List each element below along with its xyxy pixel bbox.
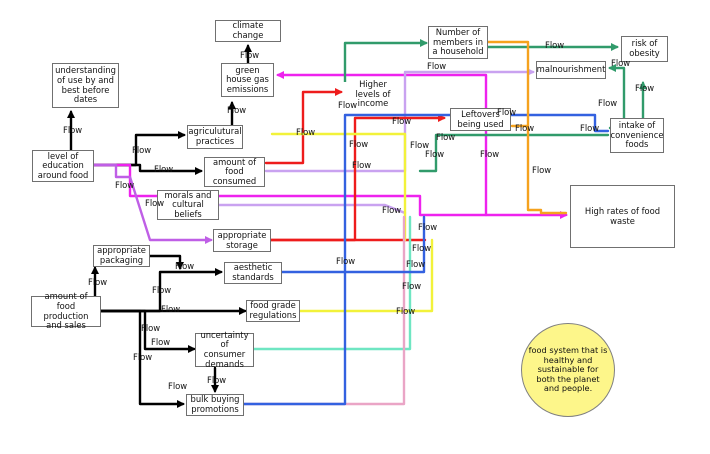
node-packaging: appropriate packaging [93, 245, 150, 267]
edge-consumed-convenience [418, 133, 610, 173]
edge-income-greenhouse [276, 71, 488, 217]
flow-label: Flow [635, 83, 655, 93]
node-production: amount of food production and sales [31, 291, 101, 330]
flow-label: Flow [63, 125, 83, 135]
flow-label: Flow [336, 256, 356, 266]
edge-members-foodwaste [486, 40, 568, 215]
flow-label: Flow [133, 352, 153, 362]
node-grade-regulations: food grade regulations [246, 300, 300, 322]
flow-label: Flow [168, 381, 188, 391]
flow-label: Flow [402, 281, 422, 291]
flow-label: Flow [425, 149, 445, 159]
flow-label: Flow [418, 222, 438, 232]
node-morals: morals and cultural beliefs [157, 190, 219, 220]
flow-label: Flow [227, 105, 247, 115]
node-leftovers: Leftovers being used [450, 108, 511, 131]
flow-label: Flow [349, 139, 369, 149]
flow-label: Flow [406, 259, 426, 269]
flow-label: Flow [115, 180, 135, 190]
node-climate-change: climate change [215, 20, 281, 42]
flow-label: Flow [338, 100, 358, 110]
goal-circle: food system that is healthy and sustaina… [521, 323, 615, 417]
flow-label: Flow [152, 285, 172, 295]
flow-label: Flow [436, 132, 456, 142]
edge-production-bulk [99, 309, 185, 408]
node-bulk-buying: bulk buying promotions [186, 394, 244, 416]
flow-label: Flow [207, 375, 227, 385]
flow-label: Flow [296, 127, 316, 137]
flow-label: Flow [480, 149, 500, 159]
flow-label: Flow [141, 323, 161, 333]
flow-label: Flow [382, 205, 402, 215]
edge-education-foodwaste [92, 163, 568, 219]
flow-label: Flow [580, 123, 600, 133]
node-storage: appropriate storage [213, 229, 271, 252]
flow-label: Flow [532, 165, 552, 175]
edge-education-storage [92, 163, 213, 244]
node-members-household: Number of members in a household [428, 26, 488, 59]
node-agricultural-practices: agriculutural practices [187, 125, 243, 149]
flow-label: Flow [497, 107, 517, 117]
flow-label: Flow [175, 261, 195, 271]
edge-aesthetic-foodwaste [280, 215, 426, 274]
node-uncertainty: uncertainty of consumer demands [195, 330, 254, 368]
edge-income-members [343, 39, 428, 92]
node-education: level of education around food [32, 150, 94, 182]
flow-label: Flow [412, 243, 432, 253]
edge-morals-foodwaste [217, 203, 407, 215]
flow-label: Flow [598, 98, 618, 108]
flow-label: Flow [410, 140, 430, 150]
flow-label: Flow [396, 306, 416, 316]
flow-label: Flow [161, 304, 181, 314]
flow-label: Flow [352, 160, 372, 170]
node-risk-obesity: risk of obesity [621, 36, 668, 62]
edge-packaging-aesthetic [148, 254, 184, 270]
node-amount-consumed: amount of food consumed [204, 157, 265, 187]
node-convenience-foods: intake of convenience foods [610, 118, 664, 153]
flow-label: Flow [145, 198, 165, 208]
edge-consumed-income [264, 88, 343, 165]
node-food-waste: High rates of food waste [570, 185, 675, 248]
flow-label: Flow [154, 164, 174, 174]
node-aesthetic: aesthetic standards [224, 262, 282, 284]
flow-label: Flow [88, 277, 108, 287]
flow-label: Flow [151, 337, 171, 347]
node-understanding: understanding of use by and best before … [52, 63, 119, 108]
flow-label: Flow [132, 145, 152, 155]
node-higher-income: Higher levels of income [343, 79, 403, 108]
edge-agri-foodwaste [270, 132, 407, 242]
flow-label: Flow [427, 61, 447, 71]
flow-label: Flow [240, 50, 260, 60]
flow-label: Flow [392, 116, 412, 126]
flow-label: Flow [545, 40, 565, 50]
flow-label: Flow [611, 58, 631, 68]
flow-label: Flow [515, 123, 535, 133]
node-malnourishment: malnourishment [536, 61, 606, 79]
edge-consumed-malnourishment [264, 68, 535, 173]
node-green-house: green house gas emissions [221, 63, 274, 97]
edge-uncertainty-foodwaste [252, 215, 412, 351]
